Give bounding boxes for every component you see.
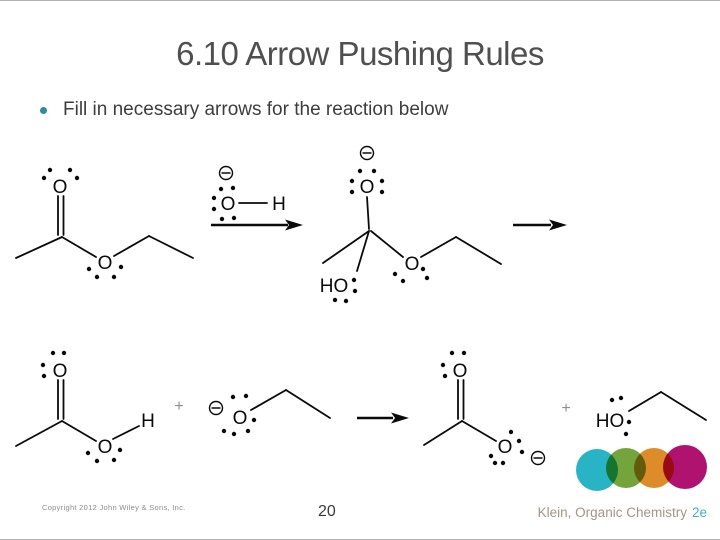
minus-charge-icon	[530, 450, 546, 466]
hydroxyl-group-label: HO	[320, 276, 349, 297]
alkoxide-oxygen-label: O	[360, 177, 375, 198]
acidic-hydrogen-label: H	[141, 411, 155, 432]
attribution-text: Klein, Organic Chemistry	[537, 505, 687, 520]
minus-charge-icon	[218, 165, 234, 181]
carbonyl-oxygen-label: O	[53, 177, 68, 198]
reaction-arrow-2	[513, 219, 567, 231]
ether-oxygen-label: O	[405, 254, 420, 275]
carbonyl-oxygen-label: O	[453, 361, 468, 382]
reaction-arrow-1	[211, 219, 303, 231]
edition-text: 2e	[691, 505, 707, 520]
logo-circle-green	[606, 448, 646, 488]
hydroxide-ion-structure: O H	[211, 165, 286, 222]
ethoxide-ion-structure: O	[208, 389, 331, 437]
hydroxide-hydrogen-label: H	[272, 194, 286, 215]
wiley-logo	[576, 445, 707, 491]
lone-pair-dots	[332, 168, 430, 304]
logo-circle-orange	[634, 448, 674, 488]
bullet-icon	[40, 106, 47, 114]
plus-sign: +	[561, 400, 570, 417]
book-attribution: Klein, Organic Chemistry 2e	[538, 505, 707, 520]
carbonyl-oxygen-label: O	[53, 361, 68, 382]
slide-title: 6.10 Arrow Pushing Rules	[176, 35, 544, 72]
reaction-arrow-3	[357, 412, 409, 424]
plus-sign: +	[174, 398, 183, 415]
bullet-item: Fill in necessary arrows for the reactio…	[40, 99, 448, 121]
lone-pair-dots	[211, 185, 237, 222]
acetic-acid-structure: O O H	[15, 350, 155, 464]
bullet-text: Fill in necessary arrows for the reactio…	[63, 99, 449, 120]
minus-charge-icon	[208, 400, 224, 416]
hydroxyl-oxygen-label: O	[98, 437, 113, 458]
hydroxyl-group-label: HO	[596, 411, 625, 432]
logo-circle-teal	[576, 449, 618, 491]
lone-pair-dots	[40, 350, 123, 464]
lone-pair-dots	[221, 393, 257, 437]
ester-oxygen-label: O	[98, 253, 113, 274]
acetate-ion-structure: O O	[423, 350, 546, 466]
lone-pair-dots	[440, 350, 525, 466]
ethanol-structure: HO	[596, 391, 707, 437]
ethoxide-oxygen-label: O	[233, 408, 248, 429]
logo-circle-magenta	[663, 445, 707, 489]
ethyl-acetate-structure: O O	[15, 167, 194, 280]
page-number: 20	[318, 503, 336, 520]
copyright-text: Copyright 2012 John Wiley & Sons, Inc.	[42, 503, 186, 512]
carboxylate-oxygen-label: O	[498, 437, 513, 458]
lone-pair-dots	[609, 395, 632, 437]
tetrahedral-intermediate-structure: O HO O	[320, 145, 502, 304]
hydroxide-oxygen-label: O	[221, 194, 236, 215]
minus-charge-icon	[359, 145, 375, 161]
lone-pair-dots	[41, 167, 124, 280]
